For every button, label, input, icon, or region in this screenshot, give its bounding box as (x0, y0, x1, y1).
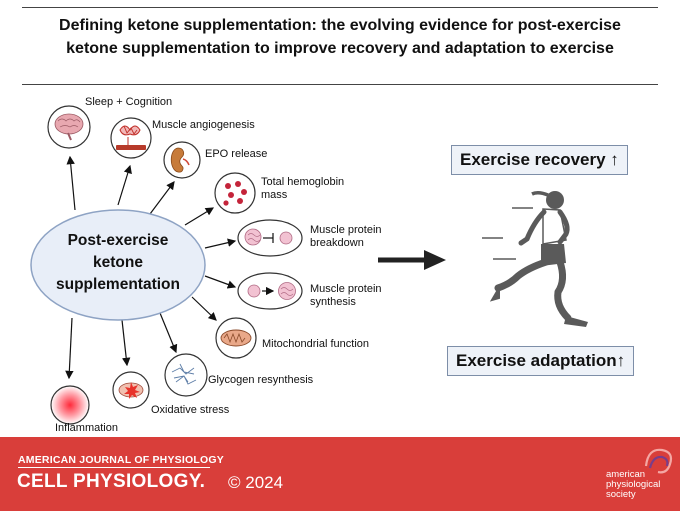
oxidative-stress-icon (112, 371, 150, 409)
title-line-2: ketone supplementation to improve recove… (66, 40, 614, 57)
main-arrow (378, 250, 446, 270)
brain-icon (47, 105, 91, 149)
top-rule (22, 7, 658, 8)
label-hemoglobin-line-1: Total hemoglobin (261, 176, 345, 188)
outcome-adaptation-box: Exercise adaptation↑ (447, 346, 635, 376)
arrow-inflammation (65, 317, 74, 380)
arrow-hemoglobin (184, 207, 215, 226)
label-breakdown: Muscle protein breakdown (310, 224, 382, 250)
journal-divider (18, 467, 210, 468)
label-epo: EPO release (205, 148, 268, 160)
label-hemoglobin: Total hemoglobin mass (261, 176, 344, 202)
center-line-2: ketone (93, 254, 143, 271)
label-synthesis-line-2: synthesis (310, 296, 356, 308)
label-breakdown-line-2: breakdown (310, 237, 364, 249)
protein-synthesis-icon (237, 272, 303, 310)
label-oxidative: Oxidative stress (151, 404, 230, 416)
center-line-1: Post-exercise (67, 232, 169, 249)
label-hemoglobin-line-2: mass (261, 189, 288, 201)
arrow-glycogen (159, 312, 178, 354)
label-inflammation: Inflammation (55, 422, 118, 434)
arrow-oxidative (121, 319, 131, 367)
arrow-mitochondria (191, 296, 217, 321)
inflammation-icon (50, 385, 90, 425)
center-label: Post-exercise ketone supplementation (31, 230, 205, 296)
journal-name-main: CELL PHYSIOLOGY. (17, 471, 206, 492)
red-blood-cells-icon (214, 172, 256, 214)
center-line-3: supplementation (55, 276, 180, 293)
arrow-angiogenesis (117, 164, 132, 206)
runner-icon (482, 190, 588, 327)
society-name-line-3: society (606, 489, 636, 500)
angiogenesis-icon (110, 117, 152, 159)
society-name-line-1: american (606, 469, 646, 480)
label-synthesis: Muscle protein synthesis (310, 283, 382, 309)
kidney-icon (163, 141, 201, 179)
label-synthesis-line-1: Muscle protein (310, 283, 382, 295)
label-sleep: Sleep + Cognition (85, 96, 173, 108)
society-name: american physiological society (606, 470, 660, 500)
arrow-breakdown (204, 238, 237, 249)
label-breakdown-line-1: Muscle protein (310, 224, 382, 236)
title-rule (22, 84, 658, 85)
protein-breakdown-icon (237, 219, 303, 257)
up-arrow-icon: ↑ (610, 150, 619, 169)
diagram-title: Defining ketone supplementation: the evo… (40, 14, 640, 60)
title-line-1: Defining ketone supplementation: the evo… (59, 17, 621, 34)
label-mitochondria: Mitochondrial function (262, 338, 370, 350)
label-glycogen: Glycogen resynthesis (208, 374, 314, 386)
arrow-sleep (66, 155, 76, 211)
effect-arrows (65, 155, 237, 380)
glycogen-icon (164, 353, 208, 397)
mitochondria-icon (215, 317, 257, 359)
up-arrow-icon: ↑ (616, 351, 626, 370)
center-ellipse (30, 209, 206, 321)
society-name-line-2: physiological (606, 479, 661, 490)
outcome-recovery-label: Exercise recovery (460, 150, 606, 169)
outcome-recovery-box: Exercise recovery ↑ (451, 145, 628, 175)
label-angiogenesis: Muscle angiogenesis (152, 119, 255, 131)
outcome-adaptation-label: Exercise adaptation (456, 351, 617, 370)
journal-footer (0, 437, 680, 511)
arrow-synthesis (204, 275, 237, 289)
journal-year: © 2024 (228, 473, 284, 492)
arrow-epo (149, 181, 175, 215)
journal-name-top: AMERICAN JOURNAL OF PHYSIOLOGY (18, 454, 224, 466)
